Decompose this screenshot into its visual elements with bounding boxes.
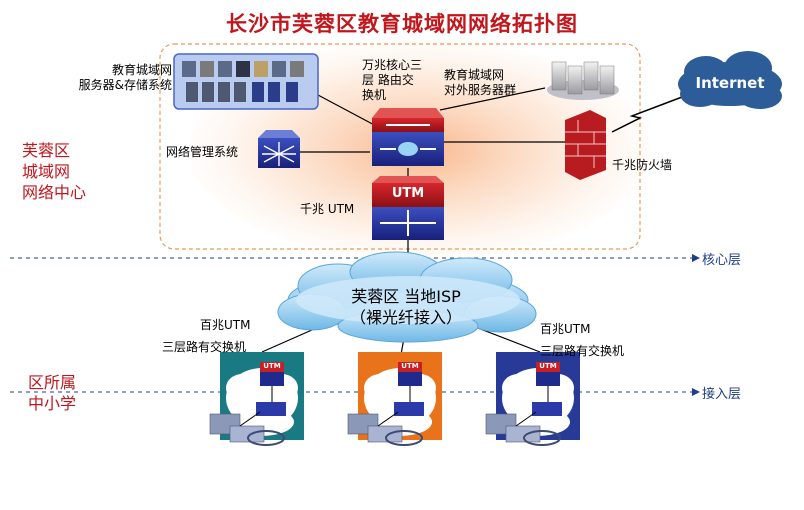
core-switch-label: 万兆核心三 层 路由交 换机 xyxy=(362,58,422,103)
school-site-right-switch-icon xyxy=(532,402,562,416)
school-site-middle-switch-icon xyxy=(394,402,424,416)
isp-label: 芙蓉区 当地ISP （裸光纤接入） xyxy=(300,286,512,328)
school-site-middle-utm-text: UTM xyxy=(401,362,419,370)
side-label-schools-line-1: 区所属 xyxy=(28,373,77,392)
external-servers-icon xyxy=(547,61,619,100)
isp-label-line-1: 芙蓉区 当地ISP xyxy=(351,287,461,306)
core-switch-label-line-1: 万兆核心三 xyxy=(362,58,423,72)
side-label-center-line-1: 芙蓉区 xyxy=(22,141,71,160)
side-label-schools: 区所属 中小学 xyxy=(28,372,76,414)
core-layer-arrow xyxy=(692,254,700,262)
school-site-right-building-icon-2 xyxy=(505,425,541,443)
school-site-middle-utm-body xyxy=(398,372,422,386)
school-site-right-track-icon xyxy=(523,430,561,446)
school-right-switch-label: 三层路有交换机 xyxy=(540,344,625,358)
school-site-right-utm-text: UTM xyxy=(539,362,557,370)
school-site-left-track-icon xyxy=(247,430,285,446)
core-switch-label-line-2: 层 路由交 xyxy=(362,73,414,87)
school-site-right xyxy=(485,352,580,446)
school-site-middle xyxy=(347,352,442,446)
access-layer-arrow xyxy=(692,388,700,396)
school-site-right-utm-icon xyxy=(536,362,560,372)
page-title: 长沙市芙蓉区教育城域网网络拓扑图 xyxy=(226,12,578,36)
school-left-utm-label: 百兆UTM xyxy=(200,318,251,332)
school-site-middle-utm-icon xyxy=(398,362,422,372)
isp-label-line-2: （裸光纤接入） xyxy=(349,308,462,327)
servers-storage-label-line-2: 服务器&存储系统 xyxy=(78,78,172,92)
side-label-center: 芙蓉区 城域网 网络中心 xyxy=(22,140,86,203)
access-layer-label: 接入层 xyxy=(702,387,742,402)
school-site-left-building-icon-2 xyxy=(229,425,265,443)
side-label-center-line-3: 网络中心 xyxy=(22,183,87,202)
side-label-center-line-2: 城域网 xyxy=(22,162,71,181)
isp-cloud-core xyxy=(296,276,520,324)
core-switch-icon xyxy=(372,108,444,166)
school-site-left xyxy=(209,352,304,446)
internet-cloud-icon xyxy=(678,51,782,109)
utm-gigabit-icon xyxy=(372,176,444,240)
external-servers-label: 教育城域网 对外服务器群 xyxy=(444,68,516,98)
school-left-switch-label: 三层路有交换机 xyxy=(162,340,247,354)
school-site-middle-campus-link xyxy=(377,411,399,427)
school-site-left-campus-link xyxy=(239,411,261,427)
external-servers-label-line-1: 教育城域网 xyxy=(444,68,505,82)
side-label-schools-line-2: 中小学 xyxy=(28,394,77,413)
school-sites xyxy=(209,352,580,446)
school-site-left-switch-icon xyxy=(256,402,286,416)
internet-link xyxy=(611,93,691,133)
school-site-middle-building-icon-2 xyxy=(367,425,403,443)
school-site-right-campus-link xyxy=(515,411,537,427)
external-servers-label-line-2: 对外服务器群 xyxy=(444,83,517,97)
school-right-utm-label: 百兆UTM xyxy=(540,322,591,336)
internet-label: Internet xyxy=(695,74,765,92)
firewall-icon xyxy=(565,110,606,180)
servers-storage-label-line-1: 教育城域网 xyxy=(111,63,172,77)
nms-icon xyxy=(258,130,300,168)
core-switch-label-line-3: 换机 xyxy=(362,88,387,102)
nms-label: 网络管理系统 xyxy=(166,145,239,159)
servers-storage-icon xyxy=(173,53,319,110)
core-layer-label: 核心层 xyxy=(702,253,742,268)
school-site-left-utm-text: UTM xyxy=(263,362,281,370)
school-site-right-utm-body xyxy=(536,372,560,386)
school-site-left-utm-icon xyxy=(260,362,284,372)
school-site-left-utm-body xyxy=(260,372,284,386)
utm-gigabit-device-text: UTM xyxy=(391,186,425,201)
firewall-label: 千兆防火墙 xyxy=(612,158,673,172)
school-site-middle-track-icon xyxy=(385,430,423,446)
network-center-zone xyxy=(159,43,641,250)
servers-storage-label: 教育城域网 服务器&存储系统 xyxy=(76,63,172,93)
utm-gigabit-label: 千兆 UTM xyxy=(300,202,355,216)
